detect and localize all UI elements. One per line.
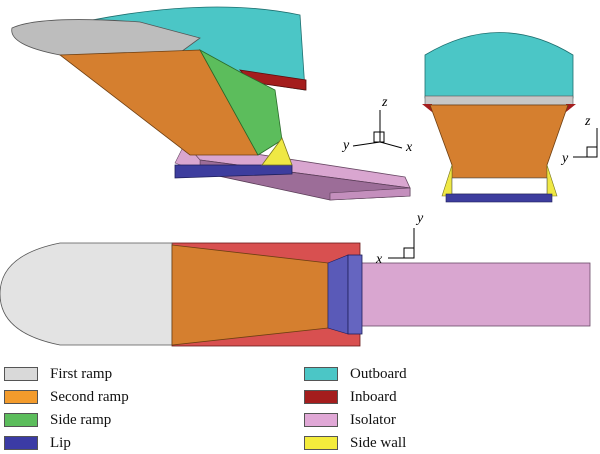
inboard-front-left [422,104,432,112]
legend-item-lip: Lip [4,433,71,453]
legend-item-outboard: Outboard [304,364,407,384]
outboard-front [424,32,574,99]
inboard-front-right [566,104,576,112]
legend-swatch [304,390,338,404]
first-ramp-iso [11,19,201,61]
side-ramp-top [327,254,349,335]
isolator-iso-end [329,187,411,201]
side-wall-iso [261,137,293,166]
legend-item-side-wall: Side wall [304,433,406,453]
isolator-front-opening [451,177,548,195]
legend-item-second-ramp: Second ramp [4,387,129,407]
legend-item-inboard: Inboard [304,387,397,407]
second-ramp-top [171,244,329,346]
side-ramp-iso [198,48,283,156]
top-axis-x-label: x [375,252,383,267]
legend-label: Side ramp [50,411,112,428]
legend-swatch [304,436,338,450]
side-wall-front-right [546,164,558,197]
legend-label: Lip [50,434,71,451]
lip-front [445,193,553,203]
legend-label: Inboard [350,388,397,405]
legend-label: Side wall [350,434,407,451]
lip-iso [174,164,293,179]
legend-swatch [4,367,38,381]
iso-axis-z-label: z [381,95,388,110]
legend-label: First ramp [50,365,113,382]
front-view: z y [422,32,598,203]
legend-label: Second ramp [50,388,129,405]
legend: First ramp Second ramp Side ramp Lip Out… [0,360,600,454]
top-axis-triad [388,228,415,259]
first-ramp-front [424,95,574,106]
legend-item-side-ramp: Side ramp [4,410,111,430]
iso-axis-triad [352,110,403,149]
isolator-top [359,262,591,327]
front-axis-y-label: y [560,151,569,166]
legend-swatch [4,413,38,427]
isometric-view: z y x [11,6,413,201]
legend-swatch [304,413,338,427]
front-axis-z-label: z [584,114,591,129]
side-wall-front-left [441,164,453,197]
legend-swatch [4,436,38,450]
iso-axis-y-label: y [341,138,350,153]
iso-axis-x-label: x [405,140,413,155]
legend-item-isolator: Isolator [304,410,396,430]
first-ramp-top [0,242,173,346]
lip-top [347,254,363,335]
top-axis-y-label: y [415,211,424,226]
legend-label: Outboard [350,365,407,382]
legend-label: Isolator [350,411,396,428]
legend-item-first-ramp: First ramp [4,364,112,384]
front-axis-triad [573,128,598,158]
legend-swatch [304,367,338,381]
legend-swatch [4,390,38,404]
top-view: y x [0,211,591,347]
